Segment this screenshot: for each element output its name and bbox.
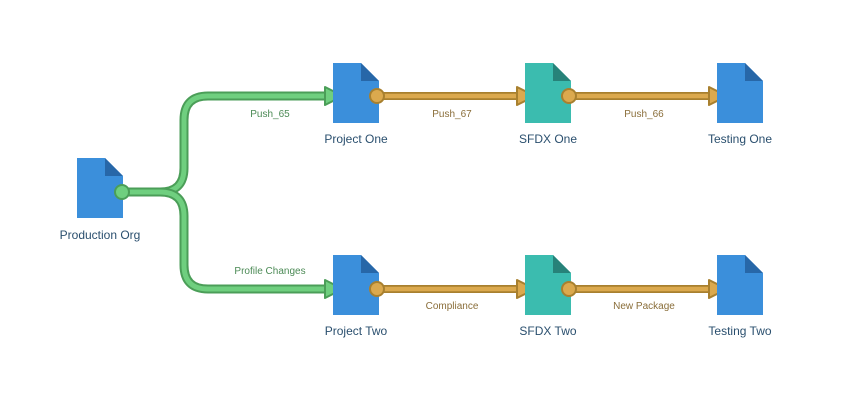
sfdx-doc-icon bbox=[525, 63, 571, 123]
edge-prod-to-project-two[interactable]: Profile Changes bbox=[117, 187, 344, 299]
edge-label-push-67: Push_67 bbox=[432, 109, 472, 120]
edge-label-new-package: New Package bbox=[613, 301, 675, 312]
node-label-production-org: Production Org bbox=[60, 228, 141, 242]
node-testing-two[interactable]: Testing Two bbox=[708, 255, 772, 338]
node-testing-one[interactable]: Testing One bbox=[708, 63, 772, 146]
node-project-two[interactable]: Project Two bbox=[325, 255, 388, 338]
connector-handle-project-one[interactable] bbox=[369, 88, 385, 104]
connector-handle-project-two[interactable] bbox=[369, 281, 385, 297]
node-sfdx-one[interactable]: SFDX One bbox=[519, 63, 577, 146]
edge-project-two-to-sfdx-two[interactable]: Compliance bbox=[378, 279, 536, 312]
edge-sfdx-two-to-testing-two[interactable]: New Package bbox=[570, 279, 728, 312]
salesforce-org-doc-icon bbox=[77, 158, 123, 218]
connector-handle-sfdx-one[interactable] bbox=[561, 88, 577, 104]
edge-label-compliance: Compliance bbox=[426, 301, 479, 312]
node-label-project-two: Project Two bbox=[325, 324, 388, 338]
connector-handle-production-org[interactable] bbox=[114, 184, 130, 200]
edge-label-push-65: Push_65 bbox=[250, 109, 290, 120]
edge-label-profile-changes: Profile Changes bbox=[234, 266, 305, 277]
connector-handle-sfdx-two[interactable] bbox=[561, 281, 577, 297]
edge-label-push-66: Push_66 bbox=[624, 109, 664, 120]
node-label-testing-two: Testing Two bbox=[708, 324, 771, 338]
node-label-sfdx-two: SFDX Two bbox=[519, 324, 576, 338]
sfdx-doc-icon bbox=[525, 255, 571, 315]
salesforce-org-doc-icon bbox=[717, 255, 763, 315]
node-sfdx-two[interactable]: SFDX Two bbox=[519, 255, 577, 338]
node-production-org[interactable]: Production Org bbox=[60, 158, 141, 242]
node-label-testing-one: Testing One bbox=[708, 132, 772, 146]
salesforce-org-doc-icon bbox=[333, 63, 379, 123]
node-label-sfdx-one: SFDX One bbox=[519, 132, 577, 146]
node-label-project-one: Project One bbox=[324, 132, 388, 146]
node-project-one[interactable]: Project One bbox=[324, 63, 388, 146]
salesforce-org-doc-icon bbox=[717, 63, 763, 123]
salesforce-org-doc-icon bbox=[333, 255, 379, 315]
edge-project-one-to-sfdx-one[interactable]: Push_67 bbox=[378, 86, 536, 120]
edge-prod-to-project-one[interactable]: Push_65 bbox=[117, 86, 344, 197]
edge-sfdx-one-to-testing-one[interactable]: Push_66 bbox=[570, 86, 728, 120]
